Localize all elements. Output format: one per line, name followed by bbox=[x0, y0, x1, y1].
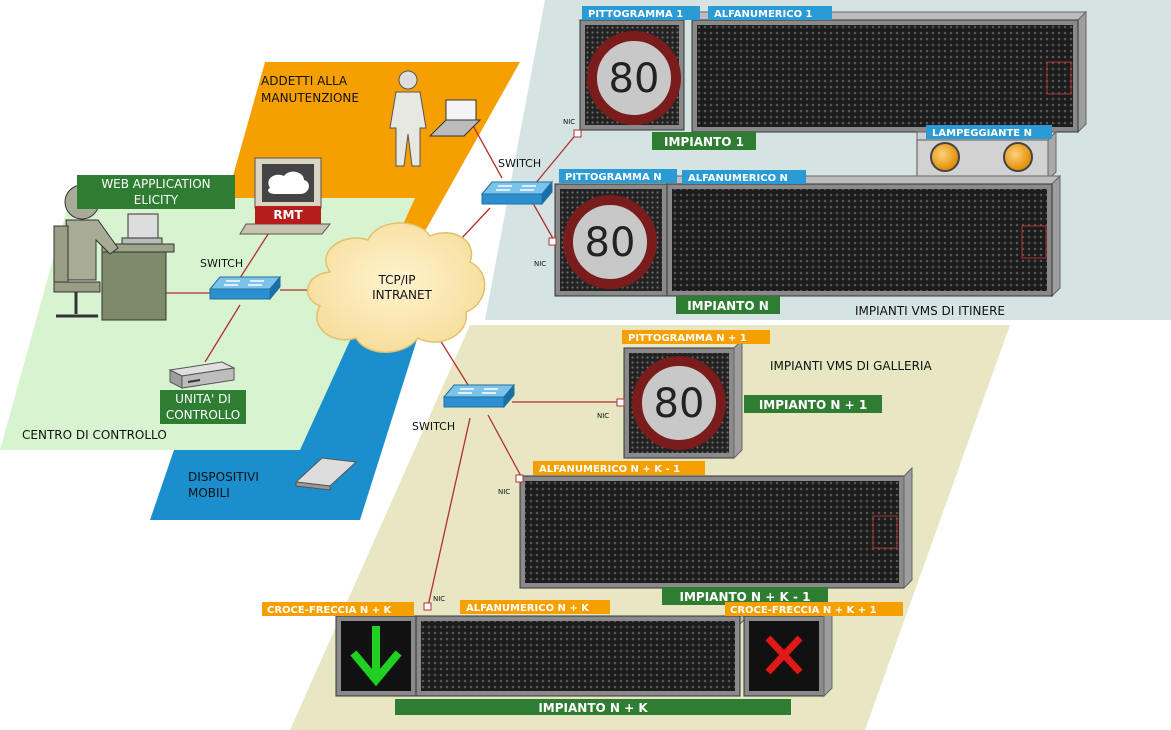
switch-label: SWITCH bbox=[200, 257, 243, 270]
pittogramma-n1-tag bbox=[622, 330, 770, 344]
web-app-line1: WEB APPLICATION bbox=[101, 177, 210, 191]
impianto-n1-label: IMPIANTO N + 1 bbox=[759, 398, 867, 412]
control-unit-line2: CONTROLLO bbox=[166, 408, 240, 422]
lampeggiante-n-tag bbox=[926, 125, 1052, 139]
rmt-terminal-icon bbox=[239, 157, 332, 235]
rmt-badge bbox=[255, 206, 321, 224]
rmt-label: RMT bbox=[273, 208, 303, 222]
web-app-badge bbox=[77, 175, 235, 209]
speed-limit-80: 80 bbox=[654, 381, 705, 427]
impianto-n-label: IMPIANTO N bbox=[687, 299, 769, 313]
impianto-n-badge bbox=[676, 296, 780, 314]
alfanumerico-nk-label: ALFANUMERICO N + K bbox=[466, 603, 590, 614]
pittogramma-n-tag bbox=[559, 169, 677, 183]
alfanumerico-nk1-label: ALFANUMERICO N + K - 1 bbox=[539, 464, 680, 475]
maintenance-label-line1: ADDETTI ALLA bbox=[261, 74, 348, 88]
lampeggiante-n-label: LAMPEGGIANTE N bbox=[932, 128, 1032, 139]
pittogramma-n-label: PITTOGRAMMA N bbox=[565, 172, 662, 183]
vms-impianto-n: 80 bbox=[554, 174, 1062, 298]
switch-icon bbox=[209, 276, 281, 300]
vms-impianto-nk bbox=[335, 606, 833, 698]
control-unit-badge bbox=[160, 390, 246, 424]
galleria-zone-label: IMPIANTI VMS DI GALLERIA bbox=[770, 359, 932, 373]
impianto-1-badge bbox=[652, 132, 756, 150]
speed-limit-80: 80 bbox=[585, 220, 636, 266]
switch-icon bbox=[443, 384, 515, 408]
mobile-label-line2: MOBILI bbox=[188, 486, 230, 500]
mobile-label-line1: DISPOSITIVI bbox=[188, 470, 259, 484]
network-label-line1: TCP/IP bbox=[377, 273, 415, 287]
tcp-ip-intranet-cloud: TCP/IP INTRANET bbox=[306, 222, 486, 353]
nic-label: NIC bbox=[433, 595, 445, 603]
technician-icon bbox=[389, 70, 427, 167]
speed-limit-80: 80 bbox=[609, 56, 660, 102]
impianto-nk-label: IMPIANTO N + K bbox=[538, 701, 648, 715]
green-arrow-down-icon bbox=[350, 626, 402, 687]
croce-freccia-nk-tag bbox=[262, 602, 414, 616]
switch-icon bbox=[481, 181, 553, 205]
impianto-nk1-label: IMPIANTO N + K - 1 bbox=[680, 590, 811, 604]
web-app-line2: ELICITY bbox=[134, 193, 179, 207]
nic-label: NIC bbox=[563, 118, 575, 126]
lampeggiante-n bbox=[916, 130, 1058, 182]
vms-impianto-n1: 80 bbox=[623, 338, 744, 460]
maintenance-label-line2: MANUTENZIONE bbox=[261, 91, 359, 105]
laptop-icon bbox=[428, 99, 482, 137]
nic-label: NIC bbox=[597, 412, 609, 420]
switch-label: SWITCH bbox=[412, 420, 455, 433]
red-cross-icon bbox=[765, 635, 803, 675]
pittogramma-n1-label: PITTOGRAMMA N + 1 bbox=[628, 333, 747, 344]
alfanumerico-nk1-tag bbox=[533, 461, 705, 475]
impianto-n1-badge bbox=[744, 395, 882, 413]
alfanumerico-n-tag bbox=[682, 170, 806, 184]
control-center-label: CENTRO DI CONTROLLO bbox=[22, 428, 167, 442]
impianto-1-label: IMPIANTO 1 bbox=[664, 135, 744, 149]
switch-label: SWITCH bbox=[498, 157, 541, 170]
pittogramma-1-tag bbox=[582, 6, 700, 20]
vms-impianto-nk1 bbox=[519, 466, 914, 590]
operator-workstation-icon bbox=[53, 184, 175, 321]
nic-label: NIC bbox=[534, 260, 546, 268]
itinere-zone-label: IMPIANTI VMS DI ITINERE bbox=[855, 304, 1005, 318]
control-unit-line1: UNITA' DI bbox=[175, 392, 231, 406]
impianto-nk1-badge bbox=[662, 587, 828, 605]
mobile-device-icon bbox=[294, 457, 358, 491]
nic-label: NIC bbox=[498, 488, 510, 496]
alfanumerico-n-label: ALFANUMERICO N bbox=[688, 173, 788, 184]
alfanumerico-1-tag bbox=[708, 6, 832, 20]
network-label-line2: INTRANET bbox=[372, 288, 432, 302]
pittogramma-1-label: PITTOGRAMMA 1 bbox=[588, 9, 683, 20]
croce-freccia-nk1-label: CROCE-FRECCIA N + K + 1 bbox=[730, 605, 877, 616]
croce-freccia-nk1-tag bbox=[725, 602, 903, 616]
vms-impianto-1: 80 bbox=[579, 10, 1088, 134]
croce-freccia-nk-label: CROCE-FRECCIA N + K bbox=[267, 605, 393, 616]
control-unit-icon bbox=[168, 361, 236, 389]
alfanumerico-nk-tag bbox=[460, 600, 610, 614]
alfanumerico-1-label: ALFANUMERICO 1 bbox=[714, 9, 813, 20]
impianto-nk-badge bbox=[395, 699, 791, 715]
